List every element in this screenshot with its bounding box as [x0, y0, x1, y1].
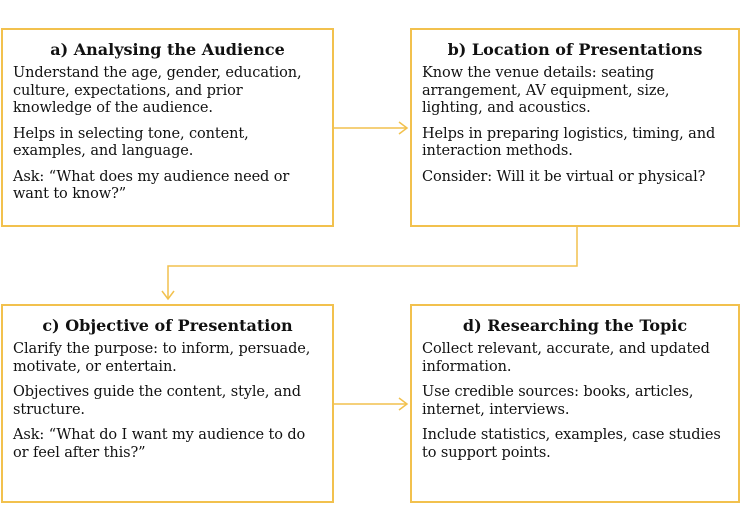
step-text-a-2: Helps in selecting tone, content, exampl… [13, 125, 249, 160]
step-text-d-3: Include statistics, examples, case studi… [422, 427, 721, 461]
arrowhead-c-d [398, 397, 409, 411]
step-text-c-2: Objectives guide the content, style, and… [13, 384, 301, 418]
step-box-d: d) Researching the Topic Collect relevan… [410, 304, 740, 503]
step-title-b: b) Location of Presentations [447, 40, 703, 59]
step-text-d-2: Use credible sources: books, articles, i… [422, 384, 694, 418]
step-text-a-1: Understand the age, gender, education, c… [13, 65, 302, 116]
step-text-b-2: Helps in preparing logistics, timing, an… [422, 125, 716, 160]
step-title-c: c) Objective of Presentation [42, 316, 293, 335]
step-box-b: b) Location of Presentations Know the ve… [410, 28, 740, 227]
step-box-c: c) Objective of Presentation Clarify the… [1, 304, 334, 503]
step-text-c-1: Clarify the purpose: to inform, persuade… [13, 341, 311, 375]
step-title-d: d) Researching the Topic [462, 316, 688, 335]
step-title-a: a) Analysing the Audience [50, 40, 285, 59]
step-box-a: a) Analysing the Audience Understand the… [1, 28, 334, 227]
step-text-b-3: Consider: Will it be virtual or physical… [422, 168, 706, 185]
step-text-b-1: Know the venue details: seating arrangem… [422, 65, 670, 116]
arrowhead-b-c [161, 290, 175, 301]
step-text-a-3: Ask: “What does my audience need or want… [13, 168, 290, 203]
arrowhead-a-b [398, 121, 409, 135]
connector-b-c [167, 227, 578, 298]
step-text-c-3: Ask: “What do I want my audience to do o… [13, 427, 306, 461]
step-text-d-1: Collect relevant, accurate, and updated … [422, 341, 710, 375]
